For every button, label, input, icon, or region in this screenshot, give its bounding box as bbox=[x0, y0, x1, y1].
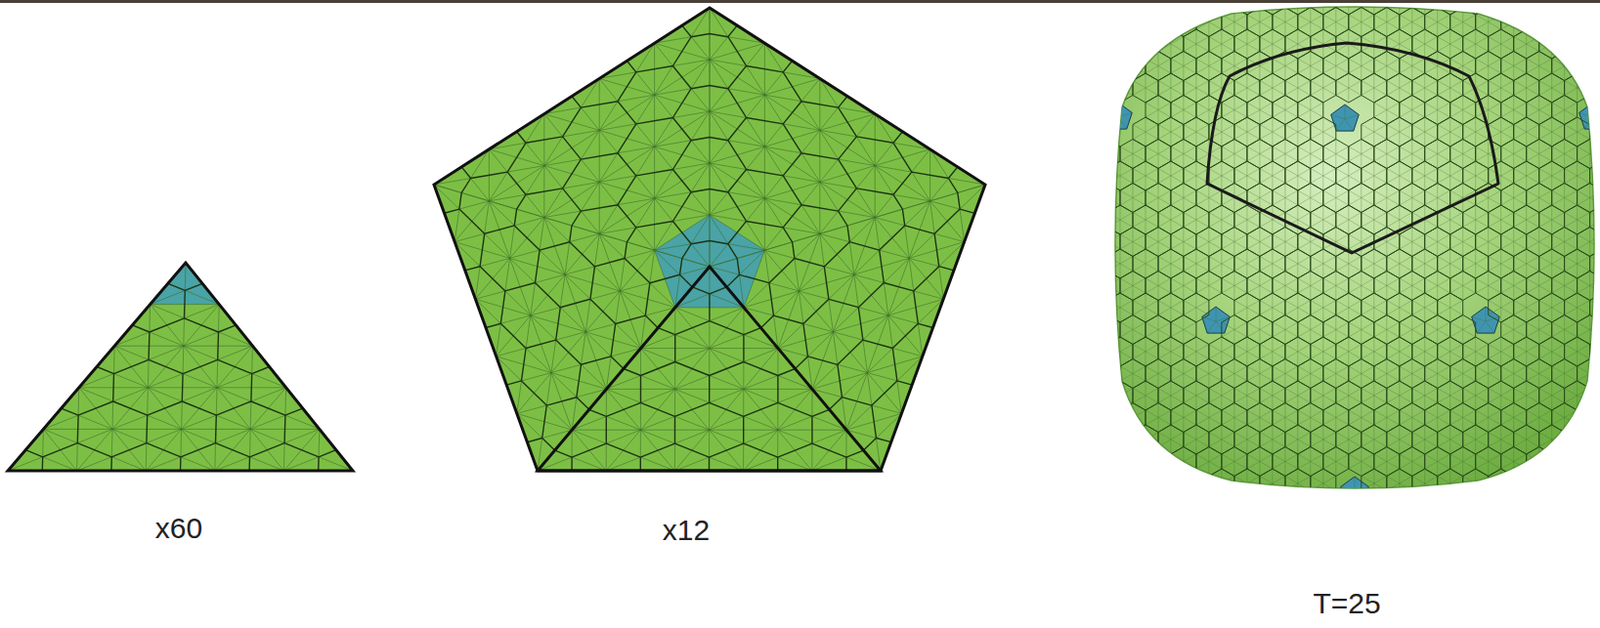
capsid-outline bbox=[1207, 43, 1499, 254]
count-label: x60 bbox=[155, 512, 203, 545]
count-label: x12 bbox=[662, 514, 710, 547]
label-box: T=25 bbox=[1312, 587, 1381, 621]
label-box: x60 bbox=[155, 512, 203, 546]
capsomer-lines bbox=[25, 283, 337, 472]
subunit-lines bbox=[7, 262, 353, 472]
triangle-unit bbox=[7, 262, 353, 472]
subunit-lines bbox=[433, 7, 986, 472]
capsomer-lines bbox=[1081, 0, 1600, 521]
protein-fill bbox=[7, 262, 353, 472]
capsid-lattice bbox=[1081, 0, 1600, 521]
label-box: x12 bbox=[662, 514, 710, 548]
unit-outline bbox=[433, 7, 986, 472]
count-label: T=25 bbox=[1312, 587, 1381, 620]
top-border bbox=[0, 0, 1600, 3]
capsomer-lines bbox=[444, 25, 976, 472]
protein-fill bbox=[433, 7, 986, 472]
unit-outline bbox=[537, 266, 881, 472]
subunit-lines bbox=[1081, 0, 1600, 521]
capsid bbox=[1081, 0, 1600, 521]
unit-outline bbox=[7, 262, 353, 472]
pentagon-unit bbox=[433, 7, 986, 472]
